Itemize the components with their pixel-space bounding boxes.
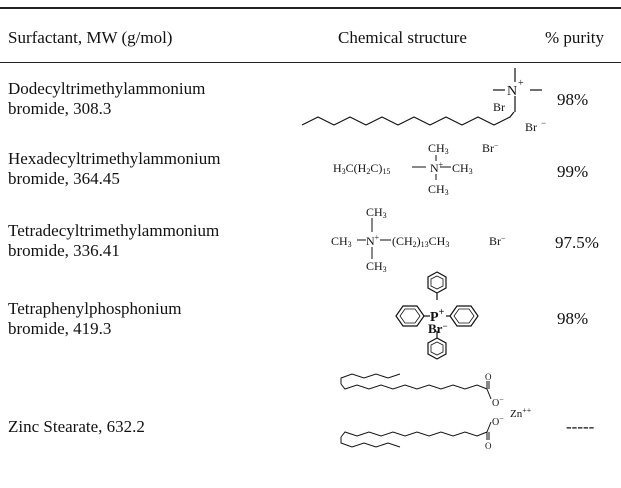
row4-name-line2: bromide, 419.3 [8,319,112,338]
row2-name-line1: Hexadecyltrimethylammonium [8,149,221,168]
row1-name-line2: bromide, 308.3 [8,99,112,118]
row4-phenyl-bottom [427,337,447,360]
row5-chain-lower [340,431,488,438]
row1-n: N [507,84,517,99]
row3-name-line1: Tetradecyltrimethylammonium [8,221,220,240]
row2-ch3-bottom: CH3 [428,182,449,197]
row5-purity: ----- [566,417,595,436]
row1-nplus: + [518,78,524,89]
row4-purity: 98% [557,309,589,328]
header-surfactant: Surfactant, MW (g/mol) [8,28,173,47]
row5-chain-upper-fold [340,373,401,384]
row3-purity: 97.5% [555,233,599,252]
row2-purity: 99% [557,162,589,181]
row2-left-group: H3C(H2C)15 [333,161,390,176]
row1-name-line1: Dodecyltrimethylammonium [8,79,206,98]
row1-br-anion: Br [525,120,537,134]
row5-o-top: O [485,372,492,382]
row3-ch3-bottom: CH3 [366,259,387,274]
row3-ch3-left: CH3 [331,234,352,249]
row3-ch3-top: CH3 [366,205,387,220]
row4-name-line1: Tetraphenylphosphonium [8,299,182,318]
row5-ominus-bottom: O− [492,414,504,428]
row5-zn: Zn++ [510,406,532,420]
row2-ch3-top: CH3 [428,141,449,156]
row1-br: Br [493,100,505,114]
header-structure: Chemical structure [338,28,467,47]
row3-name-line2: bromide, 336.41 [8,241,120,260]
row5-ominus-top: O− [492,395,504,409]
header-purity: % purity [545,28,605,47]
row1-minus: − [541,118,546,128]
row5-chain-upper [340,383,488,390]
row1-alkyl-chain [301,111,515,126]
row1-purity: 98% [557,90,589,109]
row5-chain-lower-fold [340,437,401,448]
row2-name-line2: bromide, 364.45 [8,169,120,188]
row5-name: Zinc Stearate, 632.2 [8,417,145,436]
row2-ch3-right: CH3 [452,161,473,176]
top-rule [0,7,621,9]
row5-o-bottom: O [485,441,492,451]
row4-phenyl-right [449,305,479,327]
row3-chain: (CH2)13CH3 [392,234,449,249]
header-rule [0,62,621,63]
